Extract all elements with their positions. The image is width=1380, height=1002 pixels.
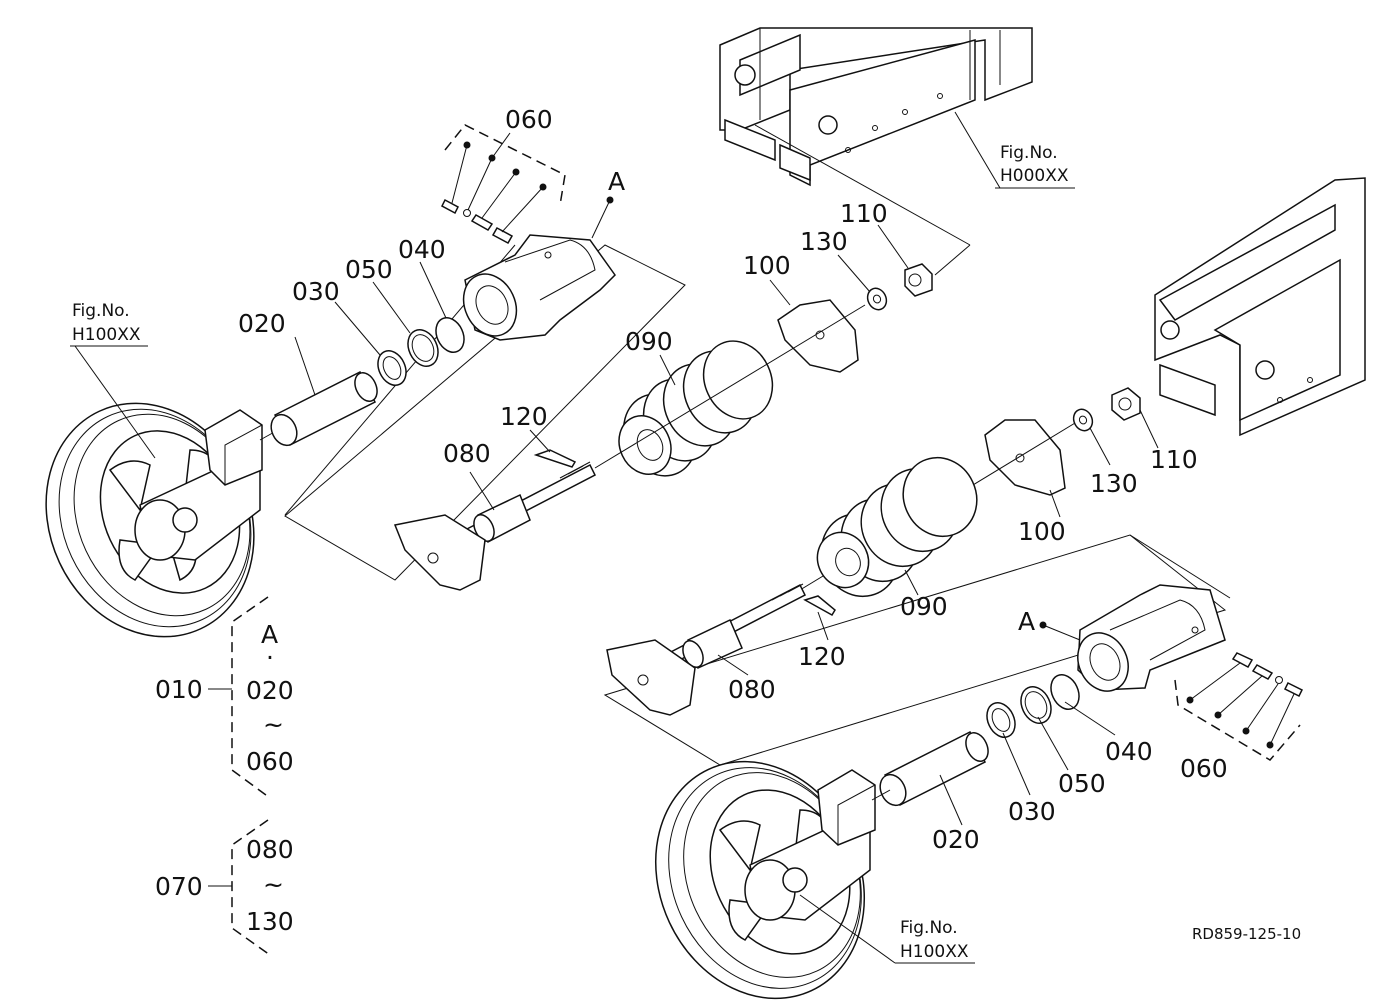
pin-120-right <box>803 595 836 617</box>
group-outline-right <box>603 534 1227 766</box>
drawing-reference: RD859-125-10 <box>1192 925 1301 943</box>
plate-100-right <box>984 419 1066 496</box>
track-frame-lower <box>1154 177 1366 437</box>
fig-ref-left-line2: H100XX <box>72 325 141 345</box>
label-090-right: 090 <box>900 592 948 621</box>
idler-wheel-left <box>45 402 263 638</box>
bushing-020-right <box>879 730 989 807</box>
label-060-left: 060 <box>505 105 553 134</box>
label-120-left: 120 <box>500 402 548 431</box>
label-120-right: 120 <box>798 642 846 671</box>
ring-050-right <box>1020 686 1052 724</box>
label-030-left: 030 <box>292 277 340 306</box>
fig-ref-top-line1: Fig.No. <box>1000 143 1058 163</box>
seal-030-right <box>986 702 1016 738</box>
legend-010-parent: 010 <box>155 675 203 704</box>
legend-010-item-3: ~ <box>263 710 284 739</box>
pin-120-left <box>533 449 577 468</box>
housing-A-right <box>1077 584 1226 692</box>
rod-080-right <box>606 583 807 716</box>
washer-130-right <box>1072 408 1094 432</box>
label-040-left: 040 <box>398 235 446 264</box>
bushing-020-left <box>270 370 378 447</box>
label-050-right: 050 <box>1058 769 1106 798</box>
label-040-right: 040 <box>1105 737 1153 766</box>
label-110-left: 110 <box>840 199 888 228</box>
legend-070-item-2: 130 <box>246 907 294 936</box>
ring-050-left <box>407 329 439 367</box>
label-020-left: 020 <box>238 309 286 338</box>
legend-070-item-1: ~ <box>263 870 284 899</box>
nut-110-left <box>904 263 933 297</box>
label-030-right: 030 <box>1008 797 1056 826</box>
label-080-left: 080 <box>443 439 491 468</box>
label-050-left: 050 <box>345 255 393 284</box>
oring-040-right <box>1050 674 1080 710</box>
washer-130-left <box>866 287 888 311</box>
legend-group-010: 010 A · 020 ~ 060 <box>155 596 294 799</box>
label-090-left: 090 <box>625 327 673 356</box>
fig-ref-top-line2: H000XX <box>1000 166 1069 186</box>
grease-fitting-060-right <box>1231 652 1304 698</box>
label-110-right: 110 <box>1150 445 1198 474</box>
legend-070-parent: 070 <box>155 872 203 901</box>
legend-010-item-0: A <box>261 620 278 649</box>
label-080-right: 080 <box>728 675 776 704</box>
housing-A-left <box>462 234 616 341</box>
label-A-left: A <box>608 167 625 196</box>
fitting-bracket-left <box>444 124 566 206</box>
oring-040-left <box>435 317 465 353</box>
label-A-right: A <box>1018 607 1035 636</box>
legend-010-item-4: 060 <box>246 747 294 776</box>
fig-ref-left-line1: Fig.No. <box>72 301 130 321</box>
label-100-left: 100 <box>743 251 791 280</box>
legend-010-item-1: · <box>266 643 274 672</box>
nut-110-right <box>1111 387 1141 421</box>
label-100-right: 100 <box>1018 517 1066 546</box>
plate-100-left <box>777 299 859 373</box>
grease-fitting-060-left <box>441 198 514 245</box>
label-130-left: 130 <box>800 227 848 256</box>
label-020-right: 020 <box>932 825 980 854</box>
fig-ref-right-line2: H100XX <box>900 942 969 962</box>
legend-010-item-2: 020 <box>246 676 294 705</box>
legend-070-item-0: 080 <box>246 835 294 864</box>
legend-group-070: 070 080 ~ 130 <box>155 819 294 956</box>
label-060-right: 060 <box>1180 754 1228 783</box>
track-frame-upper <box>719 27 1033 187</box>
spring-090-right <box>816 456 978 598</box>
label-130-right: 130 <box>1090 469 1138 498</box>
idler-wheel-right <box>654 760 876 1000</box>
fig-ref-right-line1: Fig.No. <box>900 918 958 938</box>
rod-080-left <box>393 461 597 591</box>
